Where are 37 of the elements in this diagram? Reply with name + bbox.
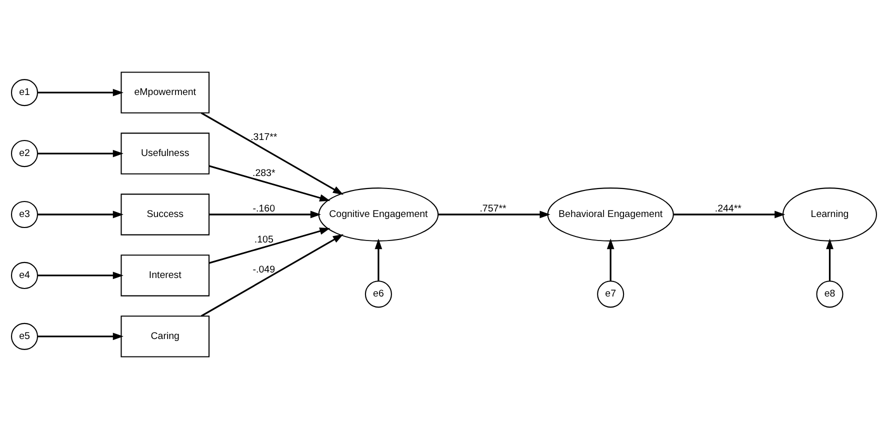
node-circle: e3: [10, 200, 38, 228]
arrow: [438, 210, 550, 218]
edge-label: .757**: [480, 204, 506, 215]
edge-label: -.049: [252, 264, 276, 276]
node-circle: e2: [10, 140, 38, 168]
arrow: [208, 165, 330, 202]
arrow: [38, 210, 124, 218]
node-circle: e4: [10, 262, 38, 289]
arrow: [374, 238, 382, 282]
arrow: [38, 272, 124, 280]
arrow: [606, 238, 614, 282]
arrow: [826, 238, 834, 282]
arrow: [673, 210, 786, 218]
arrow: [209, 210, 322, 218]
node-circle: e7: [597, 280, 624, 308]
edge-label: .105: [254, 234, 274, 246]
arrow: [38, 88, 124, 96]
node-ellipse: Learning: [782, 188, 878, 242]
node-circle: e6: [364, 280, 392, 308]
edge-label: .283*: [252, 168, 276, 179]
edge-label: -.160: [252, 204, 276, 215]
arrow: [200, 234, 344, 317]
arrow: [208, 228, 330, 264]
node-box: Success: [120, 194, 210, 236]
node-circle: e8: [816, 280, 844, 308]
node-ellipse: Behavioral Engagement: [547, 188, 674, 242]
node-box: eMpowerment: [120, 72, 210, 114]
arrow: [38, 150, 124, 158]
edge-label: .317**: [250, 132, 278, 144]
edge-label: .244**: [714, 204, 742, 215]
node-circle: e1: [10, 79, 38, 106]
arrow: [200, 112, 344, 195]
node-box: Usefulness: [120, 132, 210, 174]
node-box: Interest: [120, 254, 210, 296]
arrow: [38, 332, 124, 340]
node-box: Caring: [120, 316, 210, 358]
node-circle: e5: [10, 322, 38, 350]
